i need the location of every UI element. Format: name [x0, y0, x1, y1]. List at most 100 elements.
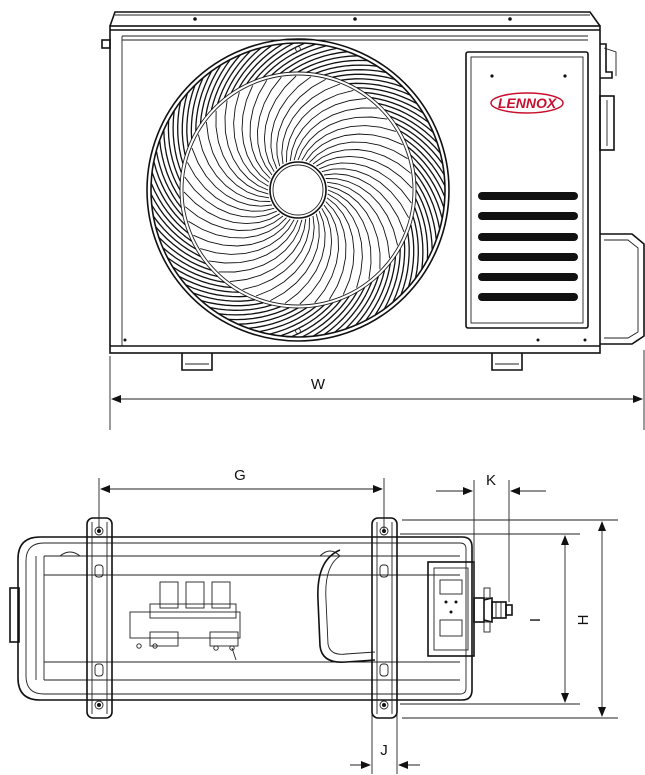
grille-vane: [297, 116, 388, 161]
grille-vane: [390, 115, 441, 154]
grille-vane: [290, 299, 342, 338]
grille-vane: [276, 79, 326, 167]
grille-vane: [178, 275, 240, 293]
grille-vane: [185, 284, 247, 298]
grille-vane: [199, 64, 222, 124]
grille-vane: [286, 89, 354, 163]
grille-vane: [151, 172, 186, 226]
grille-vane: [305, 133, 403, 162]
grille-vane: [407, 224, 415, 287]
grille-vane: [215, 110, 269, 195]
grille-vane: [230, 44, 273, 93]
grille-vane: [383, 248, 401, 310]
grille-vane: [293, 107, 378, 161]
grille-vane: [246, 42, 295, 85]
dim-label-g: G: [234, 467, 246, 484]
grille-vane: [270, 213, 320, 301]
grille-vane: [312, 149, 412, 174]
grille-vane: [415, 189, 433, 250]
grille-vane: [374, 256, 397, 316]
valve-offset-dimension: K: [436, 472, 546, 602]
grille-vane: [321, 168, 409, 218]
grille-vane: [205, 122, 270, 199]
grille-vane: [248, 307, 308, 329]
grille-vane: [415, 180, 437, 240]
grille-vane: [299, 208, 333, 305]
grille-vane: [242, 217, 310, 291]
grille-vane: [192, 292, 255, 302]
grille-vane: [341, 78, 404, 88]
bracket-width-dimension: J: [350, 712, 420, 774]
grille-vane: [314, 204, 339, 304]
grille-vane: [151, 204, 197, 250]
grille-vane: [167, 257, 225, 283]
grille-vane: [150, 182, 189, 234]
grille-vane: [371, 97, 429, 123]
grille-vane: [263, 75, 297, 172]
grille-vane: [392, 241, 406, 303]
grille-vane: [184, 176, 277, 218]
bracket-spacing-dimension: G: [98, 467, 385, 530]
grille-vane: [238, 43, 284, 89]
grille-vane: [208, 219, 299, 264]
grille-vane: [159, 140, 181, 200]
grille-vane: [319, 162, 412, 204]
grille-vane: [258, 306, 316, 333]
grille-vane: [326, 181, 391, 258]
grille-vane: [325, 178, 399, 246]
grille-vane: [187, 162, 275, 212]
grille-vane: [255, 215, 315, 297]
grille-vane: [280, 302, 334, 337]
grille-vane: [254, 42, 306, 81]
grille-vane: [323, 173, 405, 233]
grille-vane: [384, 109, 438, 144]
grille-vane: [172, 110, 182, 173]
grille-vane: [177, 101, 184, 164]
grille-vane: [218, 306, 281, 316]
grille-vane: [162, 247, 218, 278]
grille-vane: [183, 191, 280, 225]
grille-vane: [205, 59, 231, 117]
grille-vane: [412, 163, 443, 219]
grille-vane: [241, 85, 270, 183]
grille-vane: [400, 233, 410, 296]
fan-grille: [146, 38, 450, 342]
grille-vane: [163, 130, 181, 191]
grille-vane: [332, 73, 395, 81]
grille-vane: [327, 185, 381, 270]
grille-vane: [270, 76, 312, 169]
grille-vane: [327, 193, 363, 288]
grille-vane: [262, 43, 316, 78]
grille-vane: [327, 189, 372, 280]
grille-vane: [365, 263, 391, 321]
grille-vane: [414, 207, 424, 270]
grille-vane: [153, 161, 184, 217]
grille-vane: [414, 172, 441, 230]
grille-vane: [201, 299, 264, 307]
logo-text: LENNOX: [498, 95, 558, 111]
grille-vane: [281, 83, 341, 165]
grille-vane: [301, 295, 350, 338]
grille-vane: [158, 236, 212, 271]
grille-vane: [415, 198, 429, 260]
grille-vane: [223, 47, 262, 98]
grille-vane: [356, 87, 418, 105]
grille-vane: [355, 270, 386, 326]
grille-vane: [306, 59, 368, 73]
grille-vane: [301, 125, 396, 161]
grille-vane: [150, 193, 193, 242]
grille-vane: [410, 154, 445, 208]
grille-vane: [316, 155, 413, 189]
grille-vane: [190, 77, 204, 139]
grille-vane: [155, 226, 206, 265]
inner-depth-dimension: I: [400, 533, 580, 705]
grille-vane: [312, 291, 358, 337]
grille-vane: [324, 69, 387, 76]
grille-vane: [323, 287, 366, 336]
grille-vane: [224, 100, 269, 191]
grille-vane: [289, 97, 366, 162]
dim-label-j: J: [380, 742, 388, 759]
grille-vane: [407, 146, 446, 198]
grille-vane: [399, 130, 445, 176]
